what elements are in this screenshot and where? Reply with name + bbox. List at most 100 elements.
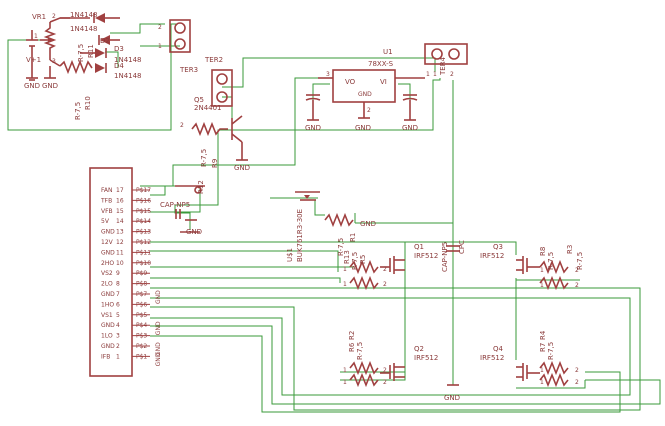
connector-pin-number: 5	[116, 312, 120, 319]
pin-1: 1	[343, 367, 347, 374]
connector-pin-number: 14	[116, 218, 124, 225]
connector-pin-name: IFB	[101, 353, 110, 360]
connector-pin-name: 1HO	[101, 301, 114, 308]
q4-part: IRF512	[480, 354, 504, 362]
connector-pin-name: GND	[101, 322, 115, 329]
gnd-label: GND	[360, 220, 376, 228]
connector-pin-number: 11	[116, 249, 124, 256]
connector-pin-name: 2HO	[101, 260, 114, 267]
pin-2: 2	[575, 379, 579, 386]
q1-mosfet	[380, 256, 405, 274]
gnd-label: GND	[186, 228, 202, 236]
q3-label: Q3	[493, 243, 503, 251]
pin-2: 2	[383, 281, 387, 288]
ter2-terminal	[211, 69, 233, 107]
connector-pin-name: 5V	[101, 218, 110, 225]
ter3-pin2: 2	[158, 24, 162, 31]
q3-part: IRF512	[480, 252, 504, 260]
pin-2: 2	[383, 367, 387, 374]
left-connector	[89, 167, 133, 377]
connector-pin-number: 10	[116, 260, 124, 267]
q5-label: Q5	[194, 96, 204, 104]
connector-pin-name: 1LO	[101, 333, 113, 340]
r5-resistor	[349, 275, 379, 291]
connector-pin-number: 15	[116, 208, 124, 215]
gnd-label: GND	[305, 124, 321, 132]
q2-label: Q2	[414, 345, 424, 353]
gnd-label: GND	[155, 321, 162, 335]
gnd-label: GND	[155, 290, 162, 304]
connector-pin-name: FAN	[101, 187, 113, 194]
connector-pin-name: 2LO	[101, 281, 113, 288]
pin-1: 1	[343, 266, 347, 273]
connector-pin-number: 8	[116, 281, 120, 288]
vr1-pin2: 2	[52, 13, 56, 20]
r6-label: R6	[348, 342, 356, 352]
r12-label: R12	[197, 180, 205, 194]
q2-mosfet	[380, 363, 405, 381]
c-cp: CP	[458, 245, 466, 254]
ter3-pin1: 1	[158, 43, 162, 50]
connector-pin-name: GND	[101, 291, 115, 298]
u1b-part: BUK761R3-30E	[296, 209, 304, 262]
u1-vi: VI	[380, 78, 387, 86]
diode-d4	[95, 63, 107, 73]
u1-part: 78XX-S	[368, 60, 394, 68]
r2-name: R2	[348, 331, 356, 340]
gnd-label: GND	[155, 352, 162, 366]
v1-source	[26, 30, 38, 81]
r2-value: R-7,5	[356, 342, 364, 360]
r3-value: R-7,5	[576, 252, 584, 270]
u1-p1: 1	[426, 71, 430, 78]
connector-pin-name: GND	[101, 249, 115, 256]
q1-part: IRF512	[414, 252, 438, 260]
r4-value: R-7,5	[547, 342, 555, 360]
u1-gnd: GND	[358, 91, 372, 98]
diode-label: 1N4148	[70, 25, 98, 33]
pin-1: 1	[540, 282, 544, 289]
buk-mosfet	[295, 191, 320, 201]
connector-pin-number: 7	[116, 291, 120, 298]
ter4-pin1: 1	[433, 71, 437, 78]
pin-1: 1	[343, 281, 347, 288]
diode-label: 1N4148	[114, 56, 142, 64]
r3-name: R3	[566, 245, 574, 254]
connector-pin-name: GND	[101, 229, 115, 236]
r8-resistor	[539, 259, 569, 275]
gnd-label: GND	[402, 124, 418, 132]
ter3-label: TER3	[179, 66, 198, 74]
pin-1: 1	[540, 267, 544, 274]
diode-top	[60, 13, 120, 23]
connector-pin-number: 3	[116, 333, 120, 340]
connector-pin-name: VFB	[101, 208, 113, 215]
connector-pin-number: 1	[116, 353, 120, 360]
r10-value: R-7,5	[74, 102, 82, 120]
r13-resistor	[349, 259, 379, 275]
gnd-label: GND	[234, 164, 250, 172]
r4-name: R4	[539, 330, 547, 340]
q4-label: Q4	[493, 345, 504, 353]
connector-pin-number: 6	[116, 301, 120, 308]
r13-name: R13	[343, 250, 351, 264]
gnd-label: GND	[444, 394, 460, 402]
u1-regulator	[318, 69, 425, 119]
gnd-label: GND	[355, 124, 371, 132]
connector-labels: FAN17P$17TFB16P$16VFB15P$155V14P$14GND13…	[100, 187, 162, 366]
r8-value: R-7,5	[547, 252, 555, 270]
cap-left	[305, 94, 321, 121]
r13-value: R-7,5	[351, 252, 359, 270]
r1-resistor	[324, 212, 354, 228]
diode-label: 1N4148	[70, 11, 98, 19]
connector-pin-number: 9	[116, 270, 120, 277]
r9-resistor	[191, 121, 228, 137]
gnd-label: GND	[42, 82, 58, 90]
ter2-label: TER2	[204, 56, 223, 64]
cap-right	[402, 94, 418, 121]
ter4-pin2: 2	[450, 71, 454, 78]
components	[26, 13, 569, 388]
connector-pin-name: VS1	[101, 312, 113, 319]
r9-name: R9	[211, 159, 219, 168]
u1-vo: VO	[345, 78, 356, 86]
connector-pin-name: VS2	[101, 270, 113, 277]
q5-transistor	[231, 115, 248, 161]
